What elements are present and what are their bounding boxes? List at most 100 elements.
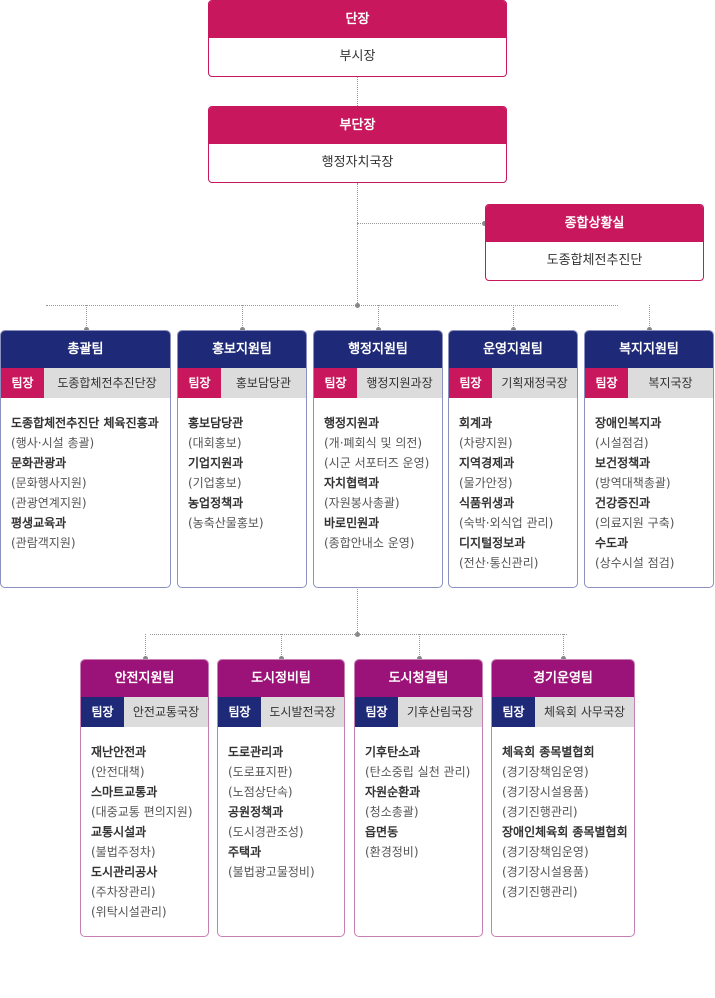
department-name: 홍보담당관 xyxy=(188,416,244,430)
department-name: 문화관광과 xyxy=(11,456,67,470)
department-list: 홍보담당관(대회홍보)기업지원과(기업홍보)농업정책과(농축산물홍보) xyxy=(178,398,306,533)
department-duty: (관광연계지원) xyxy=(11,496,87,510)
department-name: 도로관리과 xyxy=(228,745,284,759)
leader-tag: 팀장 xyxy=(492,697,535,727)
department-duty: (안전대책) xyxy=(91,765,145,779)
department-list: 기후탄소과(탄소중립 실천 관리)자원순환과(청소총괄)읍면동(환경정비) xyxy=(355,727,482,862)
department-duty: (의료지원 구축) xyxy=(595,516,675,530)
department-name: 기업지원과 xyxy=(188,456,244,470)
department-name: 도종합체전추진단 체육진흥과 xyxy=(11,416,159,430)
team-title: 도시청결팀 xyxy=(355,660,482,697)
leader-tag: 팀장 xyxy=(355,697,398,727)
leader-tag: 팀장 xyxy=(449,368,492,398)
connector xyxy=(357,183,358,305)
leader-name: 안전교통국장 xyxy=(132,705,200,719)
connector-dot xyxy=(355,303,360,308)
leader-name: 도시발전국장 xyxy=(269,705,336,719)
department-duty: (탄소중립 실천 관리) xyxy=(365,765,471,779)
box-title: 단장 xyxy=(209,1,506,38)
department-name: 주택과 xyxy=(228,845,262,859)
leader-name: 체육회 사무국장 xyxy=(543,705,626,719)
connector xyxy=(419,634,420,659)
connector xyxy=(46,305,618,306)
leader-name: 기후산림국장 xyxy=(406,705,474,719)
department-duty: (주차장관리) xyxy=(91,885,156,899)
department-duty: (대중교통 편의지원) xyxy=(91,805,193,819)
leader-tag: 팀장 xyxy=(1,368,44,398)
box-title: 종합상황실 xyxy=(486,205,703,242)
leader-name: 기획재정국장 xyxy=(501,376,568,390)
connector xyxy=(145,634,146,659)
department-duty: (행사·시설 총괄) xyxy=(11,436,95,450)
connector-dot xyxy=(417,656,422,661)
department-name: 도시관리공사 xyxy=(91,865,158,879)
department-duty: (환경정비) xyxy=(365,845,419,859)
team-title: 홍보지원팀 xyxy=(178,331,306,368)
department-duty: (문화행사지원) xyxy=(11,476,87,490)
connector-dot xyxy=(647,327,652,332)
team-title: 행정지원팀 xyxy=(314,331,442,368)
leader-tag: 팀장 xyxy=(314,368,357,398)
department-duty: (노점상단속) xyxy=(228,785,293,799)
team-leader-row: 팀장 기후산림국장 xyxy=(355,697,482,727)
department-name: 스마트교통과 xyxy=(91,785,158,799)
department-list: 도종합체전추진단 체육진흥과 (행사·시설 총괄) 문화관광과 (문화행사지원) (관광… xyxy=(1,398,170,553)
box-name: 도종합체전추진단 xyxy=(546,253,643,268)
department-name: 교통시설과 xyxy=(91,825,147,839)
box-title: 부단장 xyxy=(209,107,506,144)
org-box-situation-room: 종합상황실 도종합체전추진단 xyxy=(485,204,704,281)
department-duty: (개·폐회식 및 의전) xyxy=(324,436,423,450)
department-duty: (불법광고물정비) xyxy=(228,865,315,879)
connector xyxy=(357,587,358,634)
box-name: 행정자치국장 xyxy=(321,155,394,170)
department-list: 회계과(차량지원)지역경제과(물가안정)식품위생과(숙박·외식업 관리)디지털정… xyxy=(449,398,577,573)
connector xyxy=(86,305,87,330)
connector-dot xyxy=(511,327,516,332)
connector-dot xyxy=(143,656,148,661)
department-duty: (대회홍보) xyxy=(188,436,242,450)
org-box-director: 단장 부시장 xyxy=(208,0,507,77)
department-name: 기후탄소과 xyxy=(365,745,421,759)
connector xyxy=(281,634,282,659)
department-duty: (경기진행관리) xyxy=(502,805,578,819)
team-title: 경기운영팀 xyxy=(492,660,634,697)
department-duty: (경기장책임운영) xyxy=(502,765,589,779)
connector xyxy=(563,634,564,659)
department-duty: (위탁시설관리) xyxy=(91,905,167,919)
team-leader-row: 팀장 기획재정국장 xyxy=(449,368,577,398)
connector-dot xyxy=(279,656,284,661)
team-leader-row: 팀장 체육회 사무국장 xyxy=(492,697,634,727)
department-name: 건강증진과 xyxy=(595,496,651,510)
team-leader-row: 팀장 도종합체전추진단장 xyxy=(1,368,170,398)
department-duty: (도로표지판) xyxy=(228,765,293,779)
department-name: 행정지원과 xyxy=(324,416,380,430)
connector-dot xyxy=(355,632,360,637)
leader-tag: 팀장 xyxy=(218,697,261,727)
department-list: 장애인복지과(시설점검)보건정책과(방역대책총괄)건강증진과(의료지원 구축)수… xyxy=(585,398,713,573)
department-name: 장애인복지과 xyxy=(595,416,662,430)
department-duty: (경기장시설용품) xyxy=(502,785,589,799)
department-name: 농업정책과 xyxy=(188,496,244,510)
connector-dot xyxy=(84,327,89,332)
department-name: 바로민원과 xyxy=(324,516,380,530)
department-name: 장애인체육회 종목별협회 xyxy=(502,825,628,839)
department-duty: (불법주정차) xyxy=(91,845,156,859)
leader-name: 도종합체전추진단장 xyxy=(57,376,157,390)
department-name: 수도과 xyxy=(595,536,629,550)
department-name: 자치협력과 xyxy=(324,476,380,490)
connector xyxy=(357,77,358,106)
connector-dot xyxy=(561,656,566,661)
team-title: 운영지원팀 xyxy=(449,331,577,368)
connector-dot xyxy=(482,221,487,226)
department-duty: (시설점검) xyxy=(595,436,649,450)
department-name: 평생교육과 xyxy=(11,516,67,530)
department-duty: (숙박·외식업 관리) xyxy=(459,516,554,530)
